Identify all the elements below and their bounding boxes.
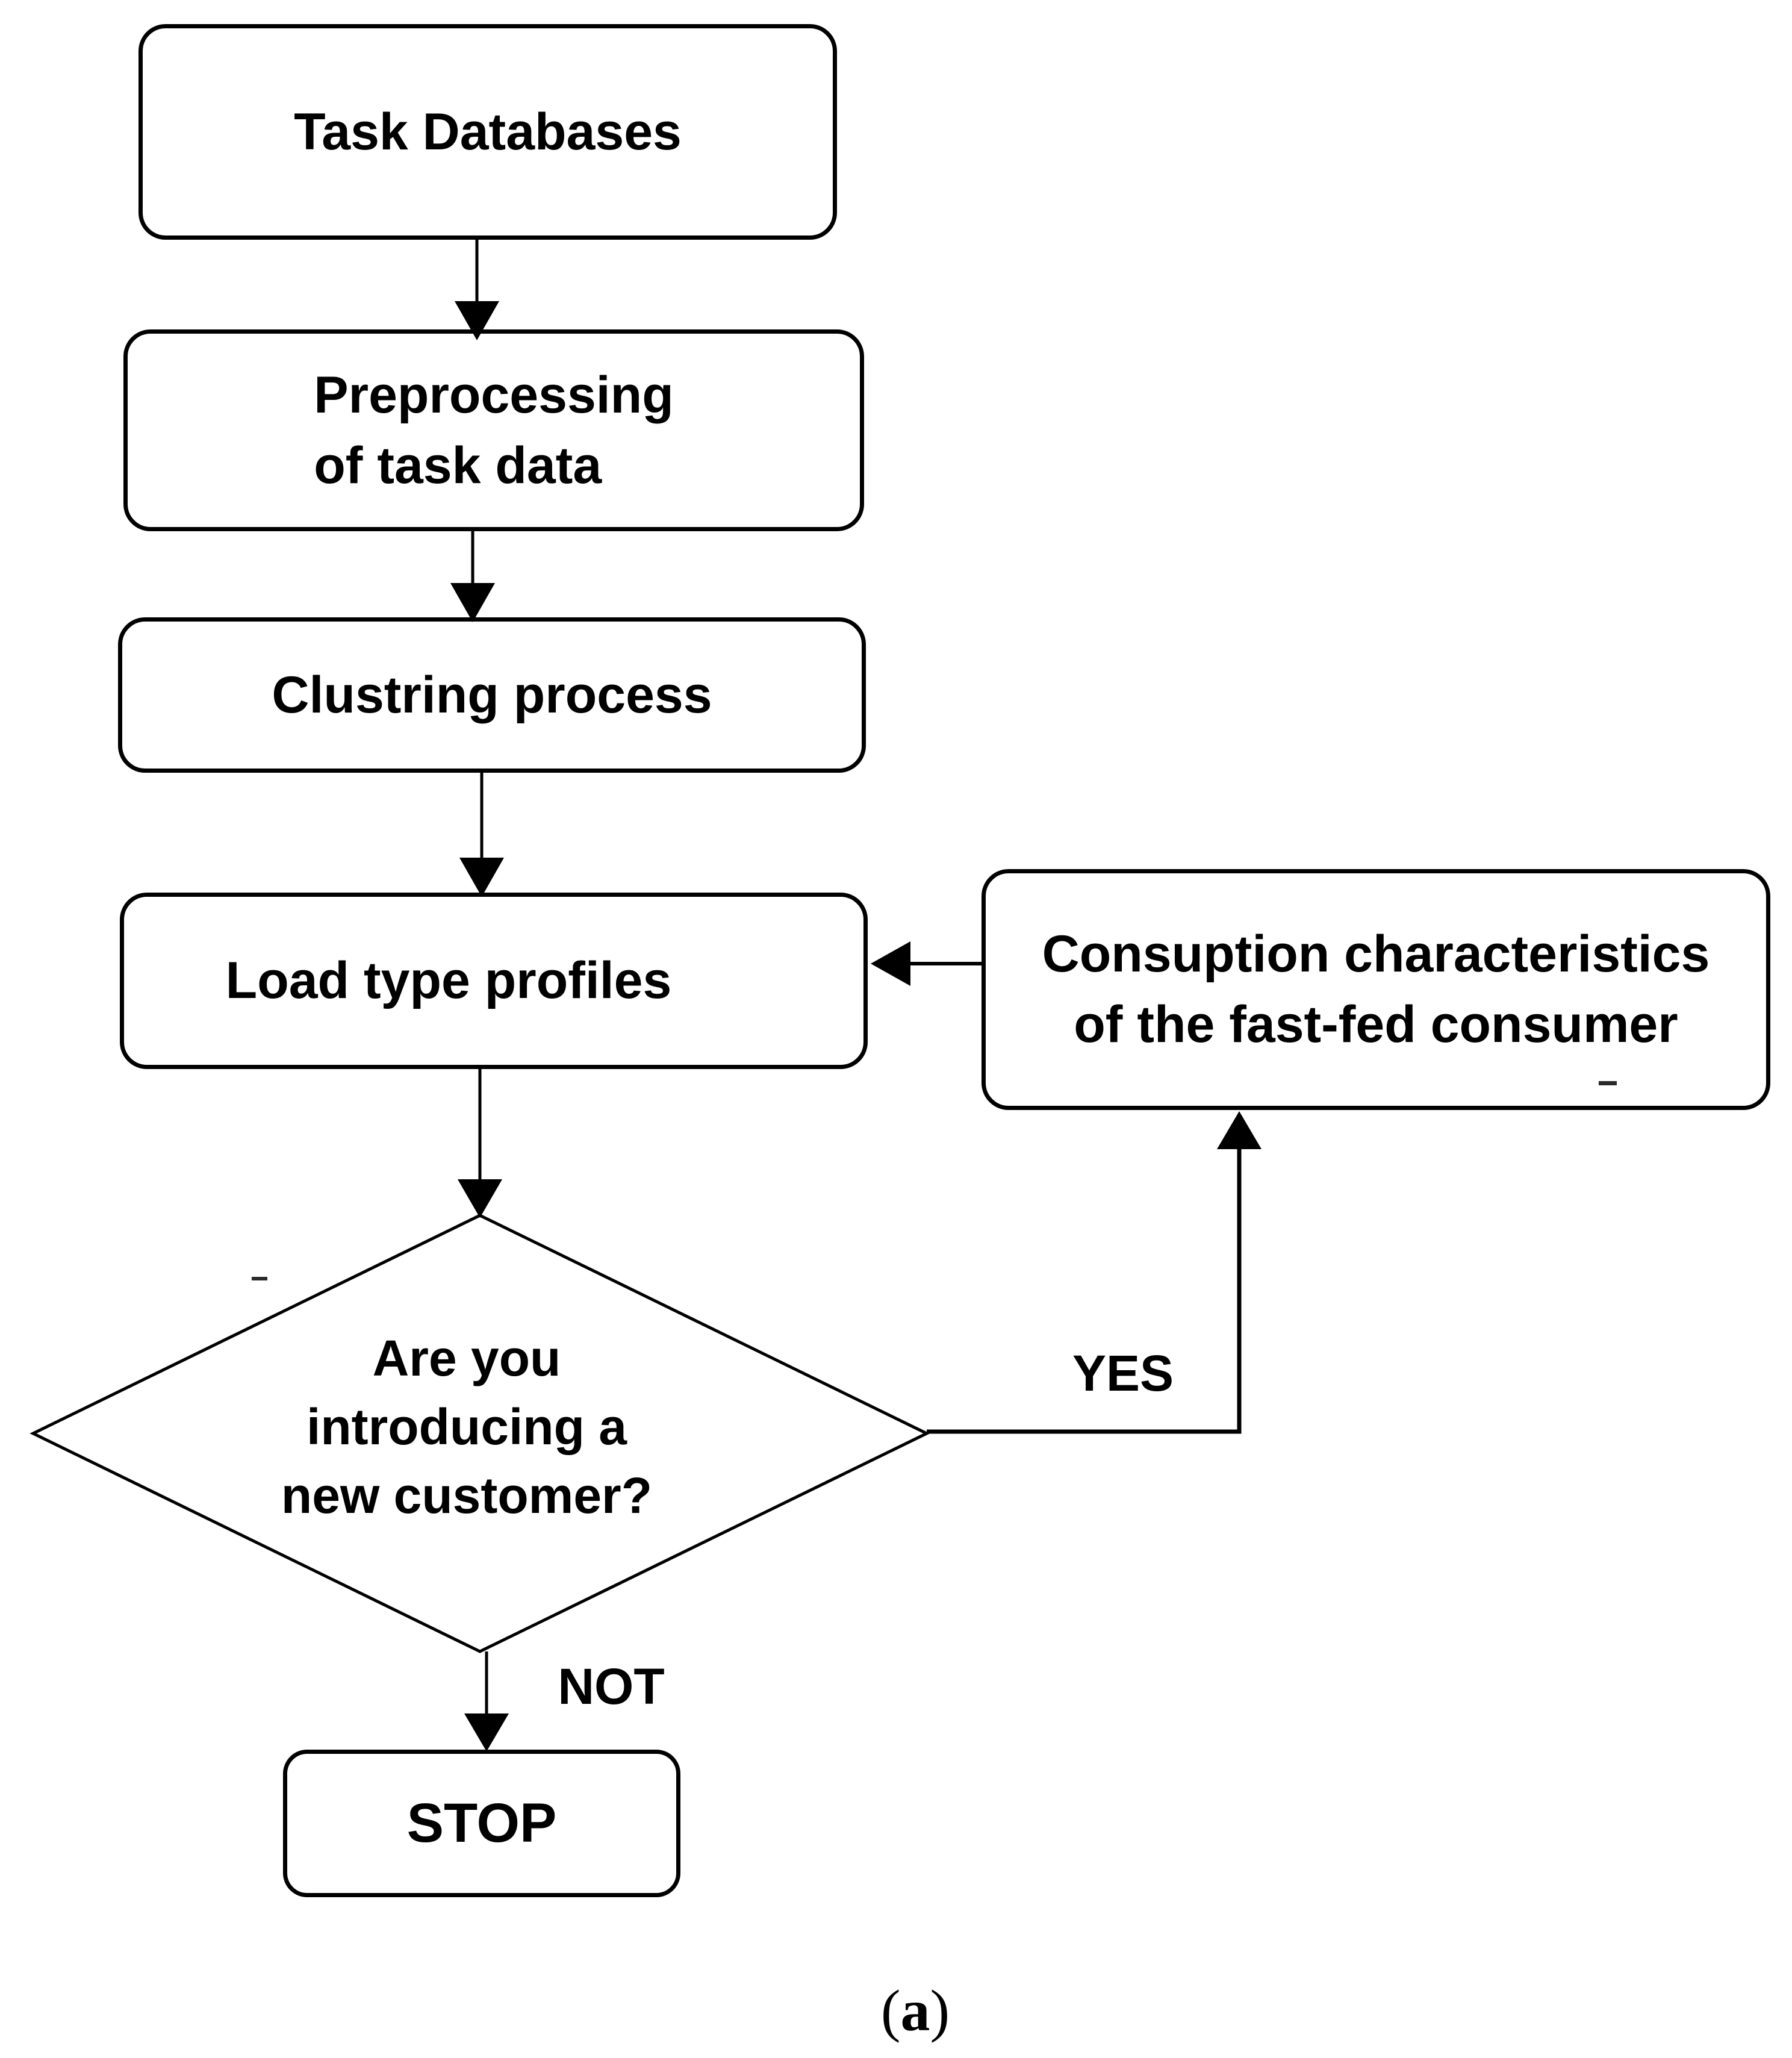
edge-label-not: NOT (558, 1658, 665, 1715)
arrow-consumption-to-load-head (871, 941, 910, 986)
node-consumption-line1: Consuption characteristics (1042, 925, 1710, 984)
node-preprocessing: Preprocessing of task data (123, 329, 864, 531)
node-clustering-label: Clustring process (272, 666, 712, 724)
node-stop: STOP (283, 1750, 680, 1897)
arrow-preprocessing-to-clustering-head (450, 583, 495, 622)
node-decision-line2: introducing a (306, 1399, 627, 1455)
node-clustering-process: Clustring process (118, 617, 866, 773)
arrow-load-to-decision-head (458, 1179, 502, 1218)
node-load-type-profiles: Load type profiles (120, 893, 868, 1069)
node-preprocessing-line1: Preprocessing (314, 366, 674, 424)
figure-caption-close: ) (930, 1978, 950, 2044)
arrow-yes-head (1217, 1111, 1262, 1149)
arrow-not-head (464, 1713, 509, 1751)
arrow-clustering-to-load-head (459, 858, 504, 897)
figure-caption-open: ( (880, 1978, 901, 2044)
node-stop-label: STOP (406, 1792, 557, 1854)
figure-caption-letter: a (900, 1978, 930, 2044)
node-load-profiles-label: Load type profiles (225, 952, 672, 1010)
scan-artifact-dash (1599, 1081, 1617, 1085)
node-preprocessing-line2: of task data (314, 436, 602, 494)
figure-caption: (a) (837, 1977, 994, 2045)
edge-label-yes: YES (1072, 1345, 1174, 1402)
node-task-databases: Task Databases (138, 24, 837, 240)
scan-artifact-dash (252, 1277, 267, 1280)
node-decision-line3: new customer? (281, 1467, 653, 1524)
node-consumption-line2: of the fast-fed consumer (1074, 996, 1678, 1053)
node-consumption-characteristics: Consuption characteristics of the fast-f… (982, 869, 1770, 1110)
node-decision: Are you introducing a new customer? (166, 1324, 768, 1530)
node-decision-line1: Are you (372, 1330, 561, 1386)
node-task-databases-label: Task Databases (294, 102, 682, 161)
